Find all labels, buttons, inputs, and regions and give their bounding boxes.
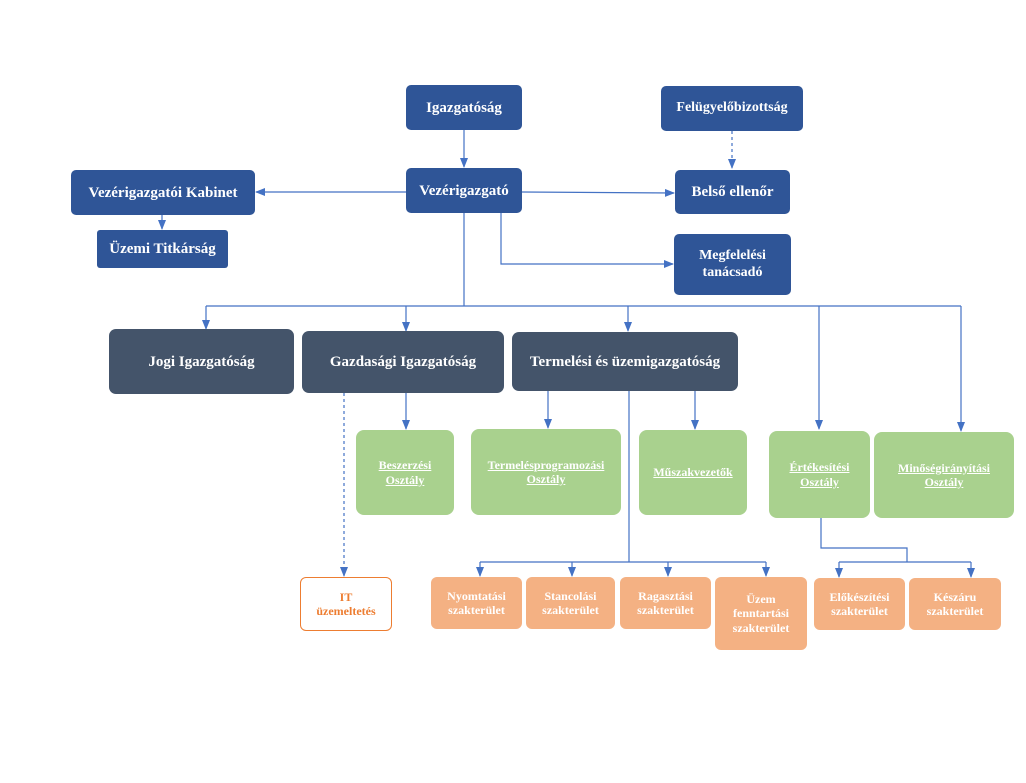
beszerzesi-line-2: Osztály bbox=[385, 472, 425, 487]
megfelelesi-tanacsado-box: Megfelelési tanácsadó bbox=[674, 234, 791, 295]
keszaru-line-2: szakterület bbox=[926, 604, 984, 618]
stancolasi-szakterulet-box: Stancolási szakterület bbox=[526, 577, 615, 629]
nyomtatasi-line-2: szakterület bbox=[448, 603, 505, 617]
ertekesitesi-line-1: Értékesítési bbox=[789, 460, 850, 475]
termelesprogramozasi-osztaly-box: Termelésprogramozási Osztály bbox=[471, 429, 621, 515]
uzem-line-3: szakterület bbox=[732, 620, 790, 635]
minoseg-line-2: Osztály bbox=[924, 475, 964, 489]
vezerigazgato-box: Vezérigazgató bbox=[406, 168, 522, 213]
minoseg-line-1: Minőségirányítási bbox=[898, 460, 990, 475]
connector-ceo-compliance bbox=[500, 213, 674, 268]
gazdasagi-igazgatosag-label: Gazdasági Igazgatóság bbox=[329, 354, 477, 370]
vezerigazgato-label: Vezérigazgató bbox=[419, 182, 509, 199]
ragasztasi-line-1: Ragasztási bbox=[638, 588, 693, 603]
megfelelesi-line-1: Megfelelési bbox=[699, 247, 766, 263]
nyomtatasi-szakterulet-box: Nyomtatási szakterület bbox=[431, 577, 522, 629]
felugyelobizottsag-box: Felügyelőbizottság bbox=[661, 86, 803, 131]
stancolasi-line-1: Stancolási bbox=[544, 588, 597, 603]
belso-ellenor-box: Belső ellenőr bbox=[675, 170, 790, 214]
igazgatosag-box: Igazgatóság bbox=[406, 85, 522, 130]
elokeszitesi-line-2: szakterület bbox=[831, 604, 888, 618]
it-line-2: üzemeltetés bbox=[316, 604, 376, 618]
jogi-igazgatosag-label: Jogi Igazgatóság bbox=[148, 353, 255, 370]
gazdasagi-igazgatosag-box: Gazdasági Igazgatóság bbox=[302, 331, 504, 393]
uzemi-titkarsag-label: Üzemi Titkárság bbox=[109, 241, 216, 257]
uzem-line-2: fenntartási bbox=[733, 606, 789, 621]
elokeszitesi-szakterulet-box: Előkészítési szakterület bbox=[814, 578, 905, 630]
termelesprog-line-2: Osztály bbox=[526, 472, 566, 486]
it-line-1: IT bbox=[339, 589, 353, 604]
megfelelesi-line-2: tanácsadó bbox=[702, 264, 763, 280]
termelesi-uzemigazgatosag-label: Termelési és üzemigazgatóság bbox=[529, 353, 721, 370]
jogi-igazgatosag-box: Jogi Igazgatóság bbox=[109, 329, 294, 394]
nyomtatasi-line-1: Nyomtatási bbox=[447, 588, 506, 603]
keszaru-szakterulet-box: Készáru szakterület bbox=[909, 578, 1001, 630]
it-uzemeltetes-box: IT üzemeltetés bbox=[300, 577, 392, 631]
keszaru-line-1: Készáru bbox=[933, 589, 977, 604]
felugyelobizottsag-label: Felügyelőbizottság bbox=[676, 100, 788, 116]
igazgatosag-label: Igazgatóság bbox=[426, 99, 502, 116]
termelesi-uzemigazgatosag-box: Termelési és üzemigazgatóság bbox=[512, 332, 738, 391]
uzem-line-1: Üzem bbox=[746, 591, 776, 606]
ragasztasi-line-2: szakterület bbox=[637, 603, 694, 617]
connector-ceo-auditor bbox=[521, 188, 675, 197]
muszakvezetok-box: Műszakvezetők bbox=[639, 430, 747, 515]
termelesprog-line-1: Termelésprogramozási bbox=[487, 457, 605, 472]
beszerzesi-line-1: Beszerzési bbox=[378, 458, 432, 473]
belso-ellenor-label: Belső ellenőr bbox=[691, 184, 774, 200]
uzem-fenntartasi-szakterulet-box: Üzem fenntartási szakterület bbox=[715, 577, 807, 650]
beszerzesi-osztaly-box: Beszerzési Osztály bbox=[356, 430, 454, 515]
vezerigazgatoi-kabinet-box: Vezérigazgatói Kabinet bbox=[71, 170, 255, 215]
ragasztasi-szakterulet-box: Ragasztási szakterület bbox=[620, 577, 711, 629]
ertekesitesi-line-2: Osztály bbox=[800, 474, 839, 489]
elokeszitesi-line-1: Előkészítési bbox=[829, 589, 890, 604]
uzemi-titkarsag-box: Üzemi Titkárság bbox=[97, 230, 228, 268]
vezerigazgatoi-kabinet-label: Vezérigazgatói Kabinet bbox=[88, 184, 238, 201]
muszakvezetok-label: Műszakvezetők bbox=[653, 465, 733, 480]
connector-ertekesitesi-bus bbox=[820, 518, 908, 562]
stancolasi-line-2: szakterület bbox=[542, 603, 599, 617]
minosegiranyitasi-osztaly-box: Minőségirányítási Osztály bbox=[874, 432, 1014, 518]
ertekesitesi-osztaly-box: Értékesítési Osztály bbox=[769, 431, 870, 518]
